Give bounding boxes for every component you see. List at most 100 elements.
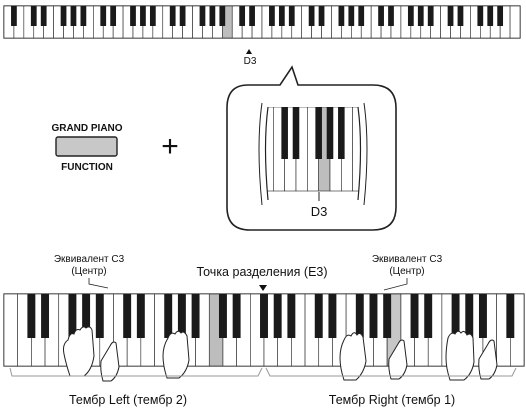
black-key <box>465 294 474 338</box>
black-key <box>318 6 325 26</box>
black-key <box>123 294 132 338</box>
black-key <box>260 294 268 338</box>
black-key <box>60 6 67 26</box>
zoom-d3-label: D3 <box>311 204 328 219</box>
black-key <box>506 294 515 338</box>
black-key <box>199 6 206 26</box>
black-key <box>288 6 295 26</box>
black-key <box>338 6 345 26</box>
black-key <box>383 294 392 338</box>
right-c3-label-line2: (Центр) <box>389 266 424 277</box>
black-key <box>164 294 173 338</box>
black-key <box>269 6 275 26</box>
black-key <box>348 6 355 26</box>
black-key <box>451 294 460 338</box>
black-key <box>447 6 454 26</box>
black-key <box>358 6 365 26</box>
black-key <box>95 294 104 338</box>
right-c3-callout: Эквивалент C3 (Центр) <box>372 254 443 291</box>
left-c3-callout: Эквивалент C3 (Центр) <box>54 254 125 289</box>
black-key <box>68 294 77 338</box>
black-key <box>424 294 433 338</box>
black-key <box>417 6 424 26</box>
black-key <box>281 107 288 159</box>
right-c3-label-line1: Эквивалент C3 <box>372 254 443 265</box>
black-key <box>457 6 464 26</box>
grand-piano-label: GRAND PIANO <box>51 123 122 134</box>
black-key <box>209 6 216 26</box>
black-key <box>136 294 145 338</box>
black-key <box>292 107 300 159</box>
left-c3-label-line2: (Центр) <box>71 266 106 277</box>
black-key <box>219 6 226 26</box>
black-key <box>140 6 146 26</box>
black-key <box>110 6 117 26</box>
black-key <box>179 6 186 26</box>
zoom-callout: D3 <box>226 65 397 231</box>
black-key <box>82 294 91 338</box>
black-key <box>41 294 50 338</box>
left-hand-a-icon <box>63 326 95 377</box>
split-point-label: Точка разделения (E3) <box>196 265 327 279</box>
black-key <box>338 107 345 159</box>
black-key <box>191 294 200 338</box>
black-key <box>407 6 414 26</box>
black-key <box>70 6 77 26</box>
black-key <box>378 6 384 26</box>
black-key <box>487 6 494 26</box>
black-key <box>218 294 227 338</box>
black-key <box>80 6 87 26</box>
function-label: FUNCTION <box>61 162 113 173</box>
d3-marker: D3 <box>244 49 257 67</box>
grand-piano-function-button[interactable] <box>55 136 118 157</box>
black-key <box>410 294 419 338</box>
black-key <box>273 294 282 338</box>
black-key <box>308 6 315 26</box>
black-key <box>232 294 241 338</box>
d3-marker-label: D3 <box>244 56 257 67</box>
black-key <box>287 294 296 338</box>
black-key <box>315 107 322 159</box>
black-key <box>326 107 334 159</box>
black-key <box>177 294 186 338</box>
right-hand-b-icon <box>388 339 408 380</box>
right-hand-d-icon <box>478 339 498 380</box>
left-c3-label-line1: Эквивалент C3 <box>54 254 125 265</box>
black-key <box>130 6 136 26</box>
grand-piano-function-button-group: GRAND PIANO FUNCTION <box>51 123 122 173</box>
split-point-callout: Точка разделения (E3) <box>196 265 328 291</box>
black-key <box>27 294 36 338</box>
right-hand-c-icon <box>445 330 475 381</box>
right-range-bracket <box>265 367 517 377</box>
black-key <box>355 294 364 338</box>
right-hand-a-icon <box>339 332 367 381</box>
black-key <box>278 6 285 26</box>
black-key <box>477 6 484 26</box>
black-key <box>169 6 176 26</box>
black-key <box>497 6 504 26</box>
plus-icon: + <box>161 130 179 163</box>
black-key <box>249 6 255 26</box>
black-key <box>30 6 37 26</box>
black-key <box>11 6 17 26</box>
black-key <box>40 6 47 26</box>
black-key <box>149 6 156 26</box>
top-keyboard <box>3 5 521 39</box>
black-key <box>427 6 434 26</box>
hands <box>63 326 498 382</box>
left-voice-label: Тембр Left (тембр 2) <box>69 393 187 407</box>
black-key <box>239 6 246 26</box>
left-hand-c-icon <box>162 330 190 379</box>
black-key <box>478 294 487 338</box>
bottom-keyboard <box>3 293 525 367</box>
black-key <box>369 294 378 338</box>
split-point-marker <box>259 285 267 291</box>
right-voice-label: Тембр Right (тембр 1) <box>329 393 455 407</box>
black-key <box>100 6 107 26</box>
black-key <box>314 294 323 338</box>
black-key <box>328 294 337 338</box>
white-key <box>509 5 521 39</box>
white-key <box>3 293 18 367</box>
range-brackets <box>9 367 517 377</box>
